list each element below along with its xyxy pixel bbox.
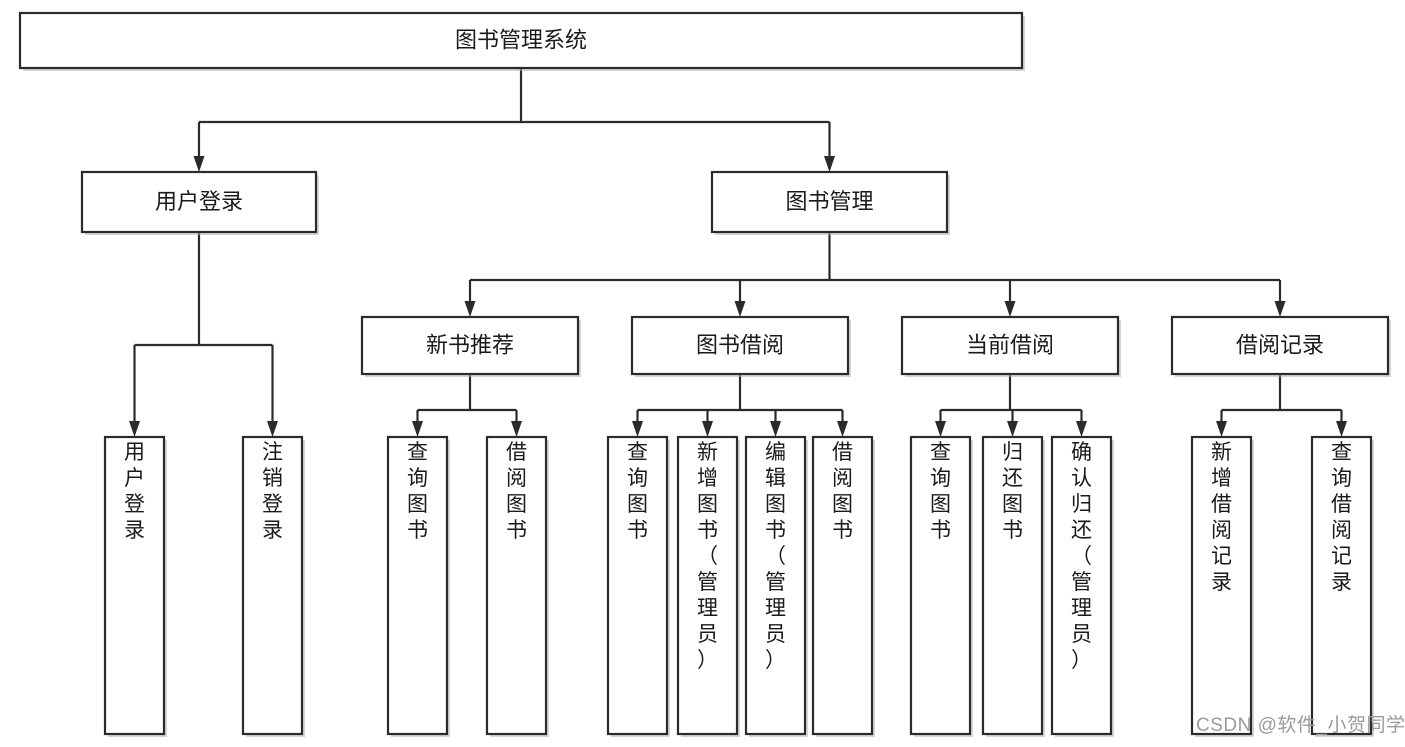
node-box <box>1050 435 1113 736</box>
node-box <box>630 315 850 376</box>
node-label: 编辑图书（管理员） <box>765 441 786 672</box>
node-box <box>360 315 580 376</box>
node-box <box>485 435 548 736</box>
arrow-head-icon <box>129 421 140 437</box>
node-box <box>1310 435 1373 736</box>
node-box <box>386 435 449 736</box>
node-label: 借阅图书 <box>506 441 527 542</box>
arrow-head-icon <box>837 421 848 437</box>
node-leaf-user-login[interactable]: 用户登录 <box>103 435 167 737</box>
node-label: 用户登录 <box>124 441 145 542</box>
node-label: 确认归还（管理员） <box>1071 441 1092 672</box>
edge-group-user-login <box>129 232 278 437</box>
arrow-head-icon <box>412 421 423 437</box>
arrow-head-icon <box>1007 421 1018 437</box>
node-leaf-borrow-book[interactable]: 借阅图书 <box>811 435 875 737</box>
node-label: 借阅记录 <box>1236 332 1324 357</box>
node-leaf-query-book-rec[interactable]: 查询图书 <box>386 435 450 737</box>
edge-group-new-book-rec <box>412 374 522 437</box>
node-box <box>18 11 1024 70</box>
node-book-manage[interactable]: 图书管理 <box>710 170 950 235</box>
node-leaf-add-record[interactable]: 新增借阅记录 <box>1190 435 1254 737</box>
edge-group-borrow-record <box>1216 374 1347 437</box>
node-box <box>606 435 669 736</box>
arrow-head-icon <box>702 421 713 437</box>
arrow-head-icon <box>632 421 643 437</box>
node-label: 当前借阅 <box>966 332 1054 357</box>
node-box <box>676 435 739 736</box>
node-book-borrow[interactable]: 图书借阅 <box>630 315 851 377</box>
arrow-head-icon <box>935 421 946 437</box>
node-box <box>80 170 318 234</box>
node-label: 查询图书 <box>407 441 428 542</box>
arrow-head-icon <box>1216 421 1227 437</box>
node-label: 查询图书 <box>930 441 951 542</box>
node-label: 注销登录 <box>262 441 283 542</box>
node-box <box>744 435 807 736</box>
node-current-borrow[interactable]: 当前借阅 <box>900 315 1121 377</box>
node-leaf-logout[interactable]: 注销登录 <box>241 435 305 737</box>
node-label: 图书管理系统 <box>455 27 587 52</box>
node-box <box>811 435 874 736</box>
node-label: 查询图书 <box>627 441 648 542</box>
node-leaf-query-record[interactable]: 查询借阅记录 <box>1310 435 1374 737</box>
node-user-login[interactable]: 用户登录 <box>80 170 319 235</box>
edge-group-book-borrow <box>632 374 848 437</box>
edge-group-root <box>193 68 835 172</box>
arrow-head-icon <box>1274 301 1286 317</box>
csdn-watermark: CSDN @软件_小贺同学 <box>1196 714 1405 736</box>
node-label: 新增图书（管理员） <box>697 441 718 672</box>
arrow-head-icon <box>1004 301 1016 317</box>
node-leaf-query-book[interactable]: 查询图书 <box>606 435 670 737</box>
node-box <box>909 435 972 736</box>
arrow-head-icon <box>511 421 522 437</box>
node-label: 归还图书 <box>1002 441 1023 542</box>
node-box <box>1190 435 1253 736</box>
node-root[interactable]: 图书管理系统 <box>18 11 1025 71</box>
node-box <box>241 435 304 736</box>
arrow-head-icon <box>824 156 835 172</box>
node-box <box>1170 315 1390 376</box>
node-label: 图书借阅 <box>696 332 784 357</box>
arrow-head-icon <box>193 156 205 172</box>
node-box <box>900 315 1120 376</box>
node-label: 新增借阅记录 <box>1211 441 1232 594</box>
node-box <box>103 435 166 736</box>
node-label: 图书管理 <box>785 189 873 214</box>
node-leaf-confirm-return[interactable]: 确认归还（管理员） <box>1050 435 1114 737</box>
arrow-head-icon <box>770 421 781 437</box>
edge-group-current-borrow <box>935 374 1087 437</box>
node-leaf-edit-book[interactable]: 编辑图书（管理员） <box>744 435 808 737</box>
node-leaf-borrow-book-rec[interactable]: 借阅图书 <box>485 435 549 737</box>
arrow-head-icon <box>464 301 476 317</box>
node-label: 查询借阅记录 <box>1331 441 1352 594</box>
node-leaf-return-book[interactable]: 归还图书 <box>981 435 1045 737</box>
arrow-head-icon <box>267 421 278 437</box>
edges-layer <box>129 68 1347 437</box>
edge-group-book-manage <box>464 232 1286 317</box>
node-box <box>981 435 1044 736</box>
node-box <box>710 170 949 234</box>
node-leaf-add-book[interactable]: 新增图书（管理员） <box>676 435 740 737</box>
node-label: 新书推荐 <box>426 332 514 357</box>
node-label: 用户登录 <box>155 189 243 214</box>
arrow-head-icon <box>1336 421 1347 437</box>
arrow-head-icon <box>734 301 746 317</box>
node-borrow-record[interactable]: 借阅记录 <box>1170 315 1391 377</box>
node-new-book-rec[interactable]: 新书推荐 <box>360 315 581 377</box>
node-leaf-query-book-cur[interactable]: 查询图书 <box>909 435 973 737</box>
nodes-layer: 图书管理系统用户登录图书管理新书推荐图书借阅当前借阅借阅记录用户登录注销登录查询… <box>18 11 1391 737</box>
node-label: 借阅图书 <box>832 441 853 542</box>
arrow-head-icon <box>1076 421 1087 437</box>
